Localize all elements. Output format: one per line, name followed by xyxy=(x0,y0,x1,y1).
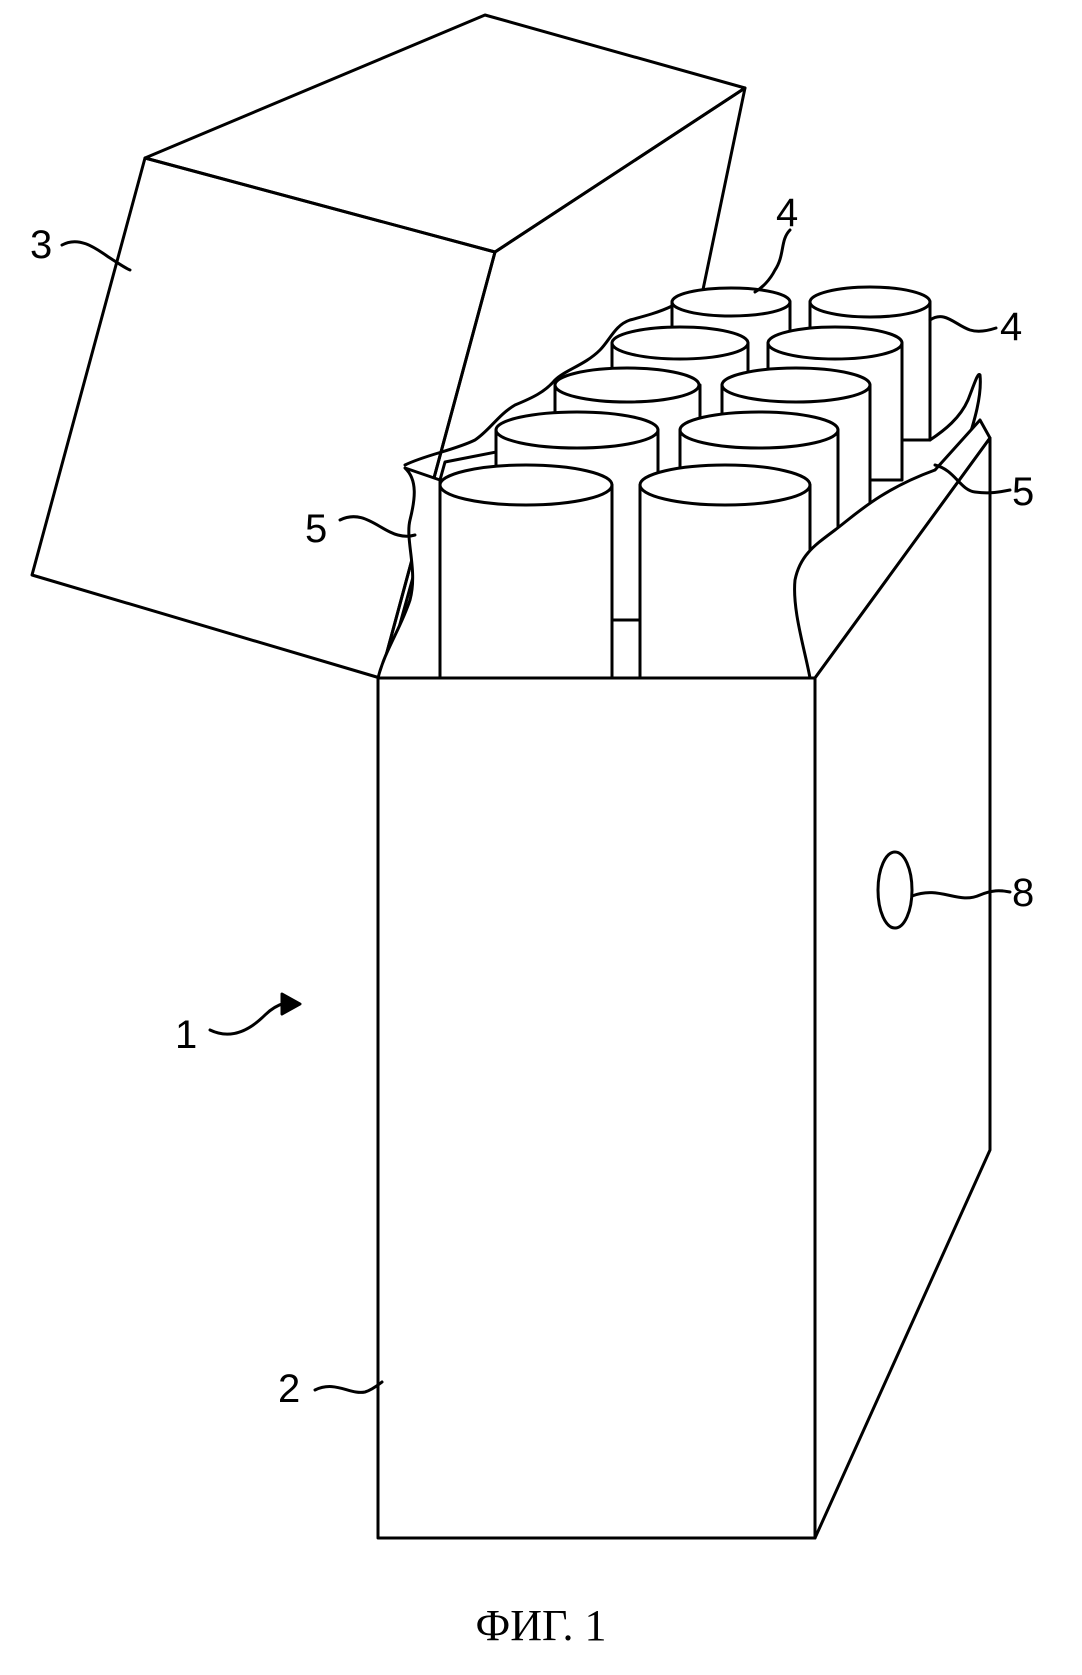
roll xyxy=(638,463,812,680)
box-body xyxy=(376,418,992,1540)
assembly-arrowhead xyxy=(280,992,302,1016)
label-roll-top: 4 xyxy=(776,191,798,235)
label-liner-right: 5 xyxy=(1012,470,1034,514)
leader-window xyxy=(910,889,1012,900)
leader-lid xyxy=(60,240,132,272)
label-lid: 3 xyxy=(30,223,52,267)
leader-lines xyxy=(60,228,1012,1394)
figure-caption: ФИГ. 1 xyxy=(475,1601,606,1650)
leader-roll-right xyxy=(928,315,998,333)
leader-liner-left xyxy=(338,515,417,538)
leader-box xyxy=(313,1380,384,1394)
liner-back-edge xyxy=(403,304,674,467)
window-opening xyxy=(876,850,914,930)
box-side-face xyxy=(813,436,992,1540)
leader-liner-right xyxy=(933,463,1012,495)
label-liner-left: 5 xyxy=(305,507,327,551)
rolls-front xyxy=(438,463,812,680)
reference-numerals: 3 4 4 5 5 8 2 1 xyxy=(30,191,1034,1411)
leader-roll-top xyxy=(753,228,792,294)
liner-left-flap xyxy=(376,466,442,680)
roll xyxy=(438,463,614,680)
label-box: 2 xyxy=(278,1367,300,1411)
label-window: 8 xyxy=(1012,871,1034,915)
lid-top-face xyxy=(143,13,747,254)
label-roll-right: 4 xyxy=(1000,305,1022,349)
leader-assembly xyxy=(208,1001,287,1036)
box-front-face xyxy=(376,676,817,1540)
label-assembly: 1 xyxy=(175,1013,197,1057)
liner-right-flap xyxy=(793,418,992,680)
